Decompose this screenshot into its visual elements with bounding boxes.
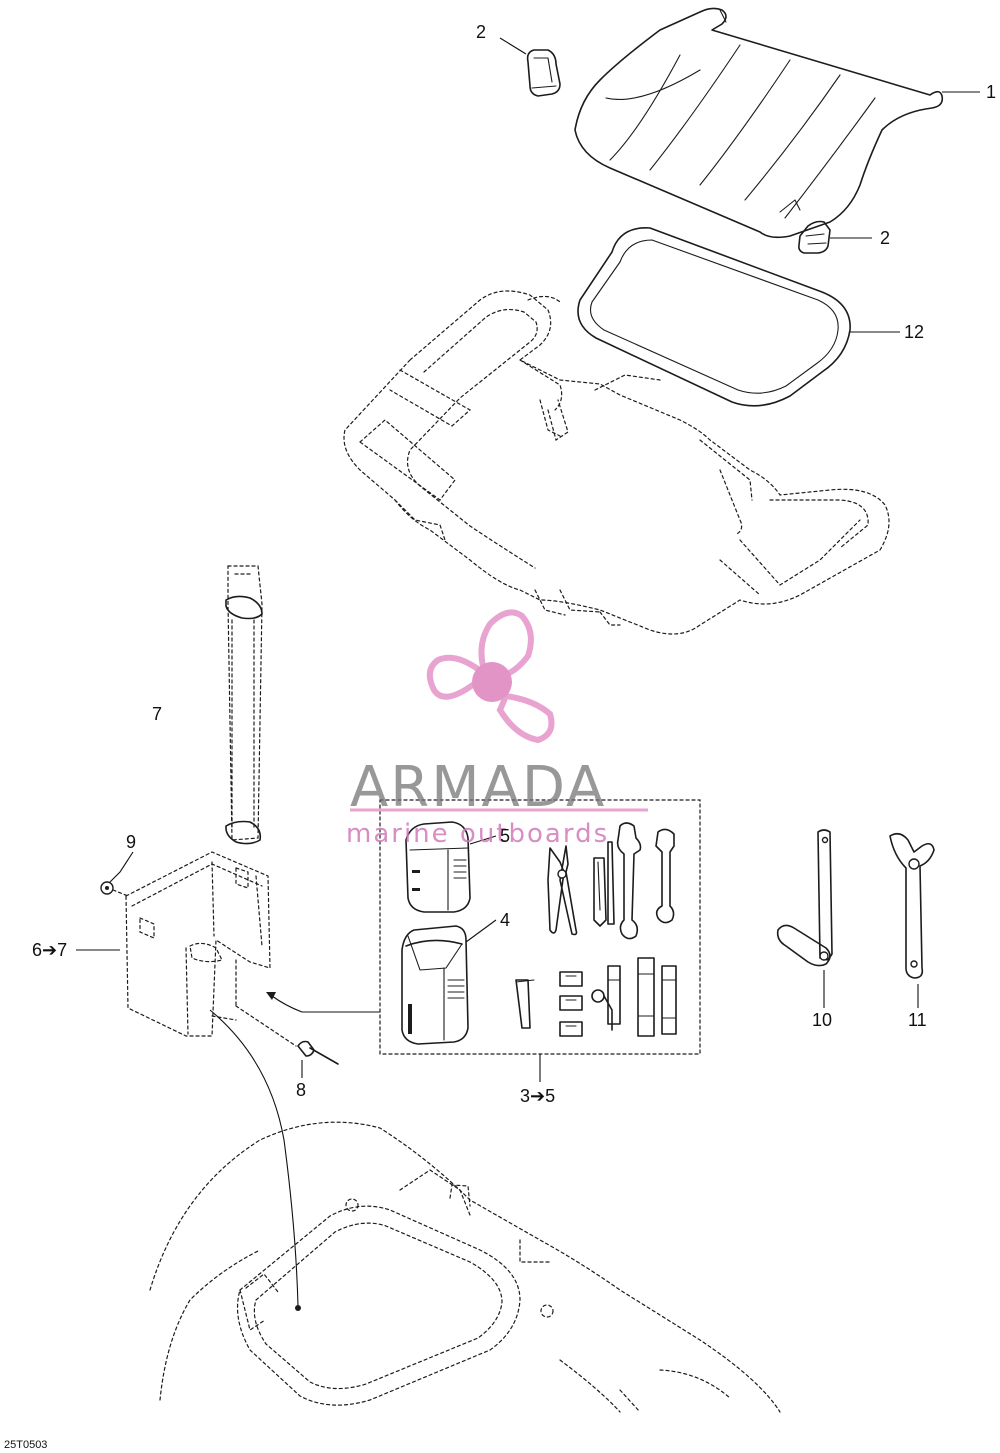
- callout-4: 4: [500, 910, 510, 930]
- callout-labels: 1 2 2 12 7 9 6➔7 5 4 8 3➔5 10 11 25T0503: [4, 22, 996, 1451]
- fuses: [559, 971, 583, 1037]
- strap: [225, 565, 263, 845]
- callout-11: 11: [908, 1010, 927, 1030]
- large-pouch: [401, 925, 469, 1045]
- screwdriver: [593, 857, 607, 927]
- leader-lines: [76, 37, 980, 1082]
- callout-2-bottom: 2: [880, 228, 890, 248]
- spanner-tool: [776, 829, 833, 967]
- callout-12: 12: [904, 322, 924, 342]
- callout-2-top: 2: [476, 22, 486, 42]
- socket-wrench-small: [607, 965, 621, 1025]
- callout-9: 9: [126, 832, 136, 852]
- seat-clip-top: [526, 49, 561, 97]
- watermark-tagline: marine outboards: [346, 819, 609, 849]
- seat-seal: [577, 227, 851, 407]
- boat-hull: [149, 1009, 781, 1413]
- callout-6-7: 6➔7: [32, 940, 67, 960]
- washer: [100, 881, 129, 897]
- hook-wrench: [889, 832, 935, 979]
- callout-3-5: 3➔5: [520, 1086, 555, 1106]
- drawing-number: 25T0503: [4, 1439, 47, 1451]
- socket-tube-left: [637, 957, 655, 1037]
- seat-frame: [343, 290, 890, 635]
- callout-8: 8: [296, 1080, 306, 1100]
- hex-key: [515, 979, 535, 1029]
- wrench-small: [655, 828, 675, 924]
- rivet: [235, 1005, 339, 1065]
- pliers: [547, 845, 578, 936]
- wrench-large: [616, 822, 642, 940]
- screwdriver-blade: [607, 841, 615, 925]
- seat-clip-bottom: [798, 220, 831, 254]
- callout-10: 10: [812, 1010, 832, 1030]
- callout-7: 7: [152, 704, 162, 724]
- callout-5: 5: [500, 826, 510, 846]
- small-pouch: [405, 821, 471, 913]
- storage-bracket: [125, 851, 271, 1037]
- socket-tube-right: [661, 965, 677, 1035]
- propeller-icon: [426, 609, 555, 744]
- seat-cushion: [574, 7, 944, 239]
- callout-1: 1: [986, 82, 996, 102]
- armada-watermark: ARMADA marine outboards: [346, 609, 648, 849]
